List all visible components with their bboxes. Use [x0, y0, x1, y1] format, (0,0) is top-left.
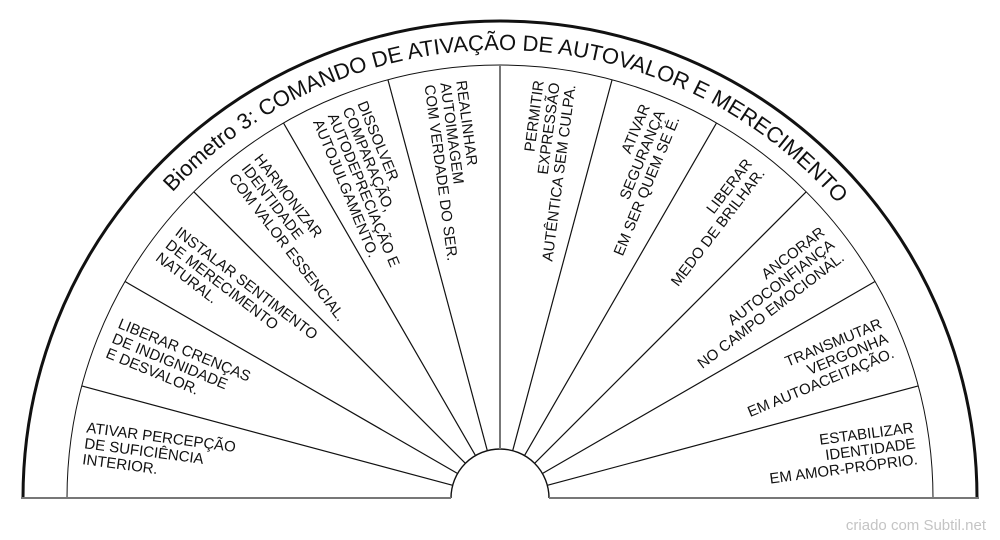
credit-text: criado com Subtil.net: [845, 517, 986, 534]
segment-label-line: MEDO DE BRILHAR.: [668, 166, 769, 290]
biometer-frame: [21, 19, 979, 499]
segment-divider: [542, 280, 876, 475]
hub-semicircle: [450, 448, 550, 499]
segment-divider: [124, 280, 458, 475]
segment-dividers: [81, 65, 919, 486]
segment-divider: [512, 79, 613, 451]
segment-divider: [523, 122, 718, 456]
segment-divider: [282, 122, 477, 456]
segment-divider: [547, 385, 919, 486]
segment-divider: [534, 191, 807, 464]
segment-divider: [387, 79, 488, 451]
segment-divider: [81, 385, 453, 486]
outer-arc: [21, 19, 979, 499]
segment-divider: [193, 191, 466, 464]
